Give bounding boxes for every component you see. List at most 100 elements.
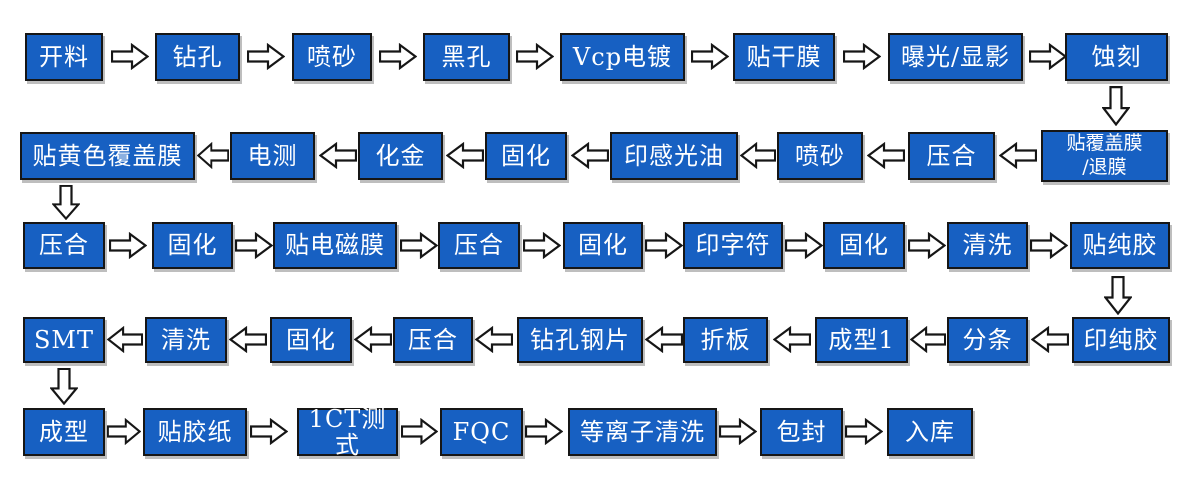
process-step-label: 压合 <box>926 141 977 170</box>
process-step-zheban: 折板 <box>683 317 768 363</box>
flow-arrow-left-icon <box>354 326 392 353</box>
process-step-baofeng: 包封 <box>760 408 843 456</box>
process-step-yahe-4: 压合 <box>393 317 473 363</box>
process-step-label: 喷砂 <box>795 141 845 170</box>
process-step-tie-chunjiao: 贴纯胶 <box>1070 222 1170 269</box>
process-step-label: 固化 <box>839 231 889 260</box>
flow-arrow-right-icon <box>250 418 288 445</box>
process-step-yahe-2: 压合 <box>23 222 105 269</box>
process-step-denglizi-qingxi: 等离子清洗 <box>568 408 717 456</box>
flow-arrow-right-icon <box>908 232 946 259</box>
process-step-label: 喷砂 <box>307 42 357 71</box>
process-step-fqc: FQC <box>440 408 523 456</box>
process-step-label: 黑孔 <box>441 42 492 71</box>
process-step-label: 1CT测式 <box>308 404 387 459</box>
process-step-label: 压合 <box>39 231 89 260</box>
process-step-label: 固化 <box>286 325 336 354</box>
process-step-label: 钻孔 <box>172 42 223 71</box>
process-step-tie-fugaimo: 贴覆盖膜 /退膜 <box>1041 130 1168 182</box>
process-step-label: 成型 <box>39 417 89 446</box>
flow-arrow-right-icon <box>1029 43 1067 70</box>
process-step-label: 清洗 <box>962 231 1013 260</box>
flow-arrow-right-icon <box>401 418 438 445</box>
process-step-baoguang: 曝光/显影 <box>888 33 1023 81</box>
flow-arrow-right-icon <box>516 43 554 70</box>
flow-arrow-left-icon <box>740 142 776 169</box>
process-step-label: FQC <box>452 417 511 446</box>
process-step-pensha-2: 喷砂 <box>777 132 863 180</box>
flow-arrow-left-icon <box>475 326 513 353</box>
flow-arrow-right-icon <box>845 418 883 445</box>
process-step-guhua-1: 固化 <box>485 132 567 180</box>
flow-arrow-left-icon <box>645 326 683 353</box>
process-step-guhua-4: 固化 <box>823 222 905 269</box>
flow-arrow-right-icon <box>247 43 285 70</box>
flow-arrow-left-icon <box>446 142 484 169</box>
process-step-label: 曝光/显影 <box>900 42 1011 71</box>
process-step-label: 固化 <box>167 231 218 260</box>
flow-arrow-left-icon <box>1031 326 1069 353</box>
process-step-guhua-2: 固化 <box>152 222 233 269</box>
flow-arrow-left-icon <box>571 142 609 169</box>
process-step-label: 折板 <box>700 325 751 354</box>
process-step-huajin: 化金 <box>358 132 443 180</box>
process-step-diance: 电测 <box>230 132 315 180</box>
process-step-pensha-1: 喷砂 <box>292 33 372 81</box>
process-step-zuankong: 钻孔 <box>155 33 240 81</box>
process-step-smt: SMT <box>23 317 105 363</box>
process-step-guhua-3: 固化 <box>563 222 643 269</box>
process-step-label: 等离子清洗 <box>580 417 705 446</box>
process-step-label: 贴黄色覆盖膜 <box>32 141 183 170</box>
process-step-label: 成型1 <box>828 325 895 354</box>
process-step-label: 固化 <box>578 231 628 260</box>
process-step-zuankong-gangpian: 钻孔钢片 <box>517 317 643 363</box>
flow-arrow-right-icon <box>843 43 881 70</box>
process-step-label: 开料 <box>39 42 89 71</box>
process-step-label: 蚀刻 <box>1091 42 1142 71</box>
flow-arrow-right-icon <box>107 418 141 445</box>
flow-arrow-left-icon <box>229 326 267 353</box>
flow-arrow-left-icon <box>773 326 811 353</box>
process-step-fentiao: 分条 <box>947 317 1028 363</box>
process-step-label: 贴覆盖膜 /退膜 <box>1066 132 1143 178</box>
flow-arrow-down-icon <box>1102 86 1130 126</box>
flow-arrow-right-icon <box>235 232 273 259</box>
process-step-label: 固化 <box>501 141 551 170</box>
process-step-tie-diancimo: 贴电磁膜 <box>273 222 397 269</box>
process-step-qingxi-2: 清洗 <box>145 317 227 363</box>
flow-arrow-right-icon <box>785 232 823 259</box>
process-step-yin-zifu: 印字符 <box>683 222 783 269</box>
process-step-label: 印感光油 <box>624 141 724 170</box>
flow-arrow-left-icon <box>197 142 229 169</box>
process-step-tie-ganmo: 贴干膜 <box>733 33 835 81</box>
process-step-qingxi-1: 清洗 <box>947 222 1028 269</box>
process-step-label: 印纯胶 <box>1083 325 1159 354</box>
flow-arrow-right-icon <box>400 232 438 259</box>
process-step-yin-chunjiao: 印纯胶 <box>1072 317 1170 363</box>
process-step-label: 清洗 <box>161 325 211 354</box>
process-step-label: 压合 <box>454 231 504 260</box>
process-step-label: 包封 <box>776 417 827 446</box>
process-step-guhua-5: 固化 <box>270 317 352 363</box>
flow-arrow-right-icon <box>719 418 757 445</box>
process-step-label: 印字符 <box>695 231 771 260</box>
flow-arrow-left-icon <box>910 326 946 353</box>
flow-arrow-left-icon <box>107 326 143 353</box>
process-step-label: 入库 <box>905 417 955 446</box>
flow-arrow-down-icon <box>1104 276 1132 315</box>
flow-arrow-left-icon <box>319 142 357 169</box>
flow-arrow-right-icon <box>379 43 417 70</box>
process-step-label: 贴胶纸 <box>157 417 233 446</box>
process-step-heikong: 黑孔 <box>423 33 510 81</box>
process-step-chengxing-2: 成型 <box>23 408 105 456</box>
process-step-label: 贴电磁膜 <box>285 231 385 260</box>
process-step-tie-huangse: 贴黄色覆盖膜 <box>20 132 195 180</box>
process-step-vcp-diandu: Vcp电镀 <box>560 33 685 81</box>
process-step-kailiao: 开料 <box>25 33 103 81</box>
flow-arrow-left-icon <box>999 142 1037 169</box>
process-step-ruku: 入库 <box>887 408 973 456</box>
flow-arrow-down-icon <box>50 368 78 405</box>
flow-arrow-right-icon <box>109 232 147 259</box>
flow-arrow-left-icon <box>867 142 905 169</box>
